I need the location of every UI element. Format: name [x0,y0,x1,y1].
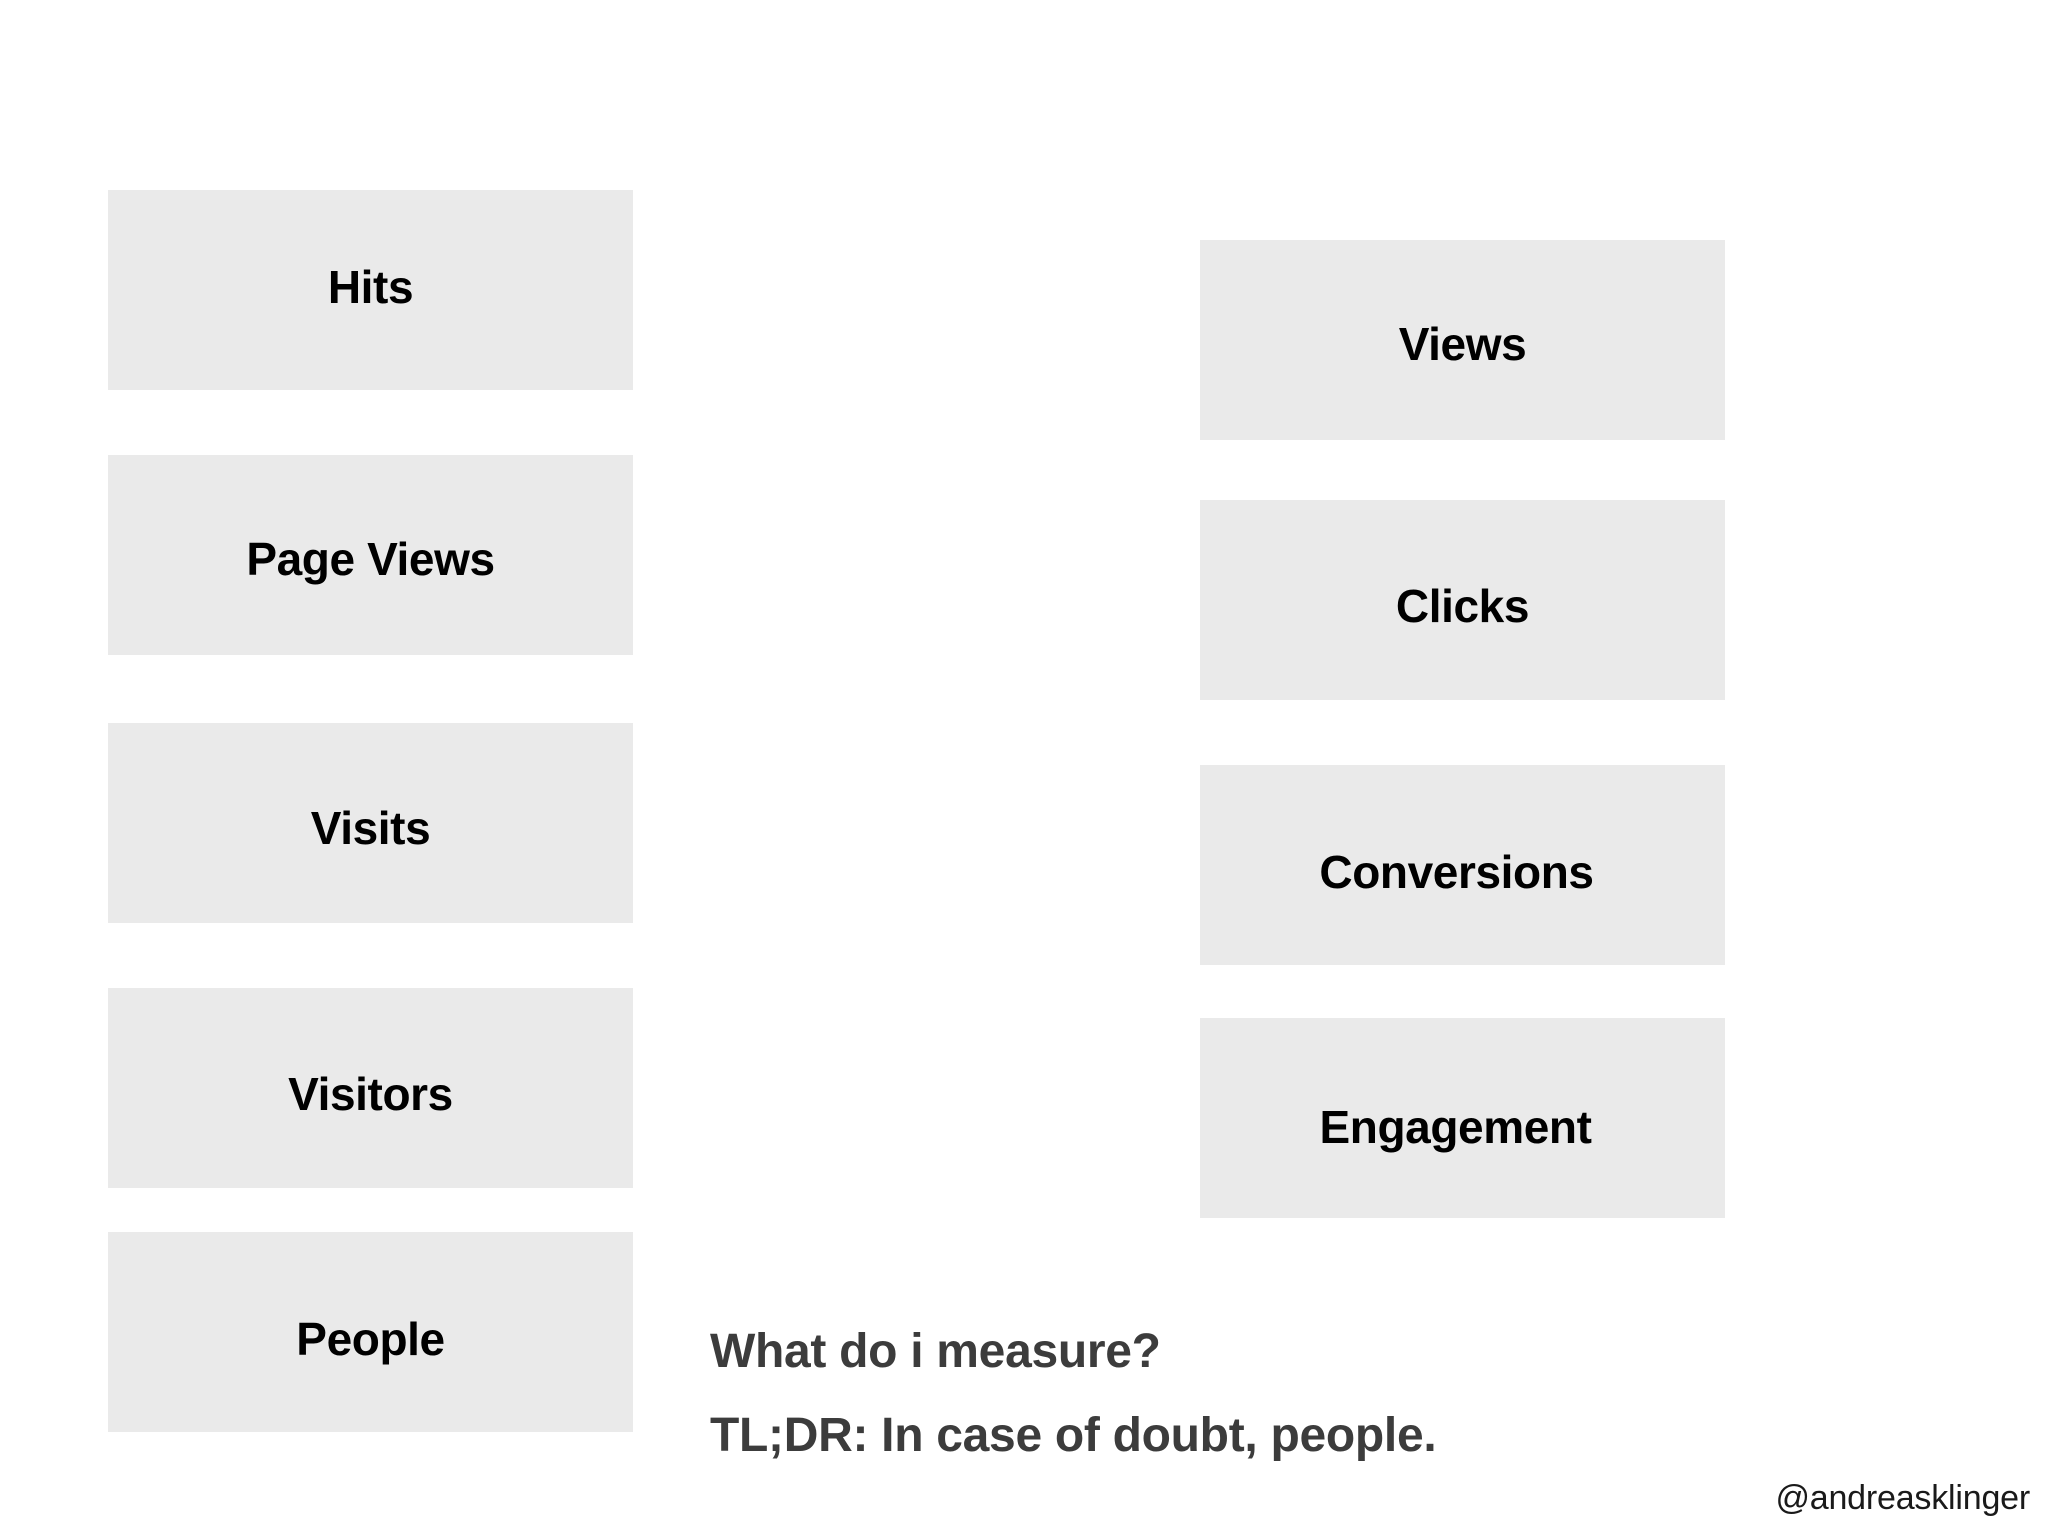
caption-line-question: What do i measure? [710,1325,1161,1378]
metric-label-page-views: Page Views [246,533,495,585]
metric-label-visitors: Visitors [288,1068,453,1120]
caption-block: What do i measure? TL;DR: In case of dou… [710,1310,1437,1478]
attribution-handle: @andreasklinger [1775,1479,2030,1517]
metric-label-views: Views [1398,318,1527,370]
metric-box-visits[interactable]: Visits [108,723,633,923]
metric-box-conversions[interactable]: Conversions [1200,765,1725,965]
metric-label-people: People [296,1313,445,1365]
metric-box-engagement[interactable]: Engagement [1200,1018,1725,1218]
metric-label-visits: Visits [310,802,431,854]
metric-label-engagement: Engagement [1319,1101,1592,1153]
metric-label-conversions: Conversions [1319,846,1594,898]
metric-box-visitors[interactable]: Visitors [108,988,633,1188]
metric-box-hits[interactable]: Hits [108,190,633,390]
metric-box-clicks[interactable]: Clicks [1200,500,1725,700]
metric-label-hits: Hits [327,261,414,313]
caption-line-tldr: TL;DR: In case of doubt, people. [710,1409,1437,1462]
metric-box-views[interactable]: Views [1200,240,1725,440]
metric-box-people[interactable]: People [108,1232,633,1432]
metric-label-clicks: Clicks [1395,580,1530,632]
metric-box-page-views[interactable]: Page Views [108,455,633,655]
